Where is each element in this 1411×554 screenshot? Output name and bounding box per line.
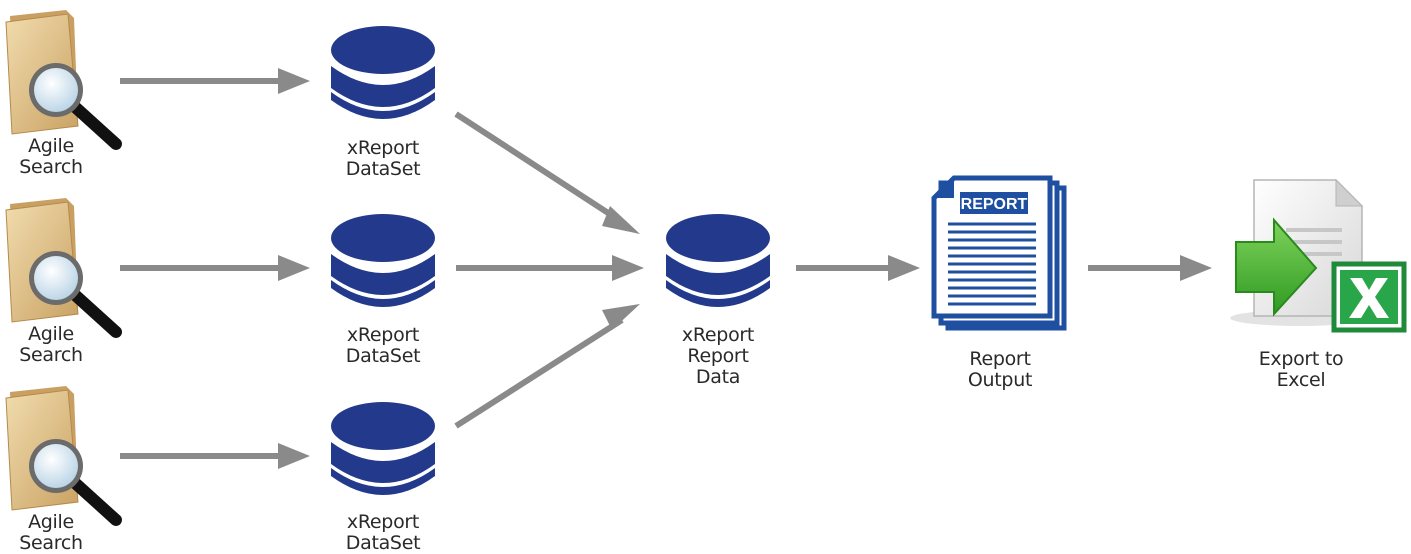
flow-arrow [456,255,644,281]
node-label-export-excel: Export to Excel [1236,349,1366,391]
label-line: Search [19,156,83,178]
folder-search-icon [5,198,122,338]
node-label-report-data: xReport Report Data [658,325,778,388]
excel-export-icon [1230,178,1407,333]
label-line: Output [967,369,1033,391]
flow-arrow [796,255,920,281]
folder-search-icon [5,386,122,526]
label-line: DataSet [345,345,421,367]
label-line: Report [969,348,1031,370]
label-line: Report [687,345,749,367]
label-line: Agile [28,323,74,345]
label-line: xReport [346,324,420,346]
label-line: DataSet [345,532,421,554]
label-line: xReport [346,137,420,159]
flow-arrow [454,111,640,234]
label-line: Agile [28,135,74,157]
label-line: Data [695,366,741,388]
database-icon [666,214,770,307]
label-line: DataSet [345,158,421,180]
node-label-agile-search-2: Agile Search [0,324,102,366]
folder-search-icon [5,10,122,150]
label-line: xReport [681,324,755,346]
label-line: Search [19,532,83,554]
label-line: Excel [1276,369,1326,391]
flow-arrow [120,255,310,281]
database-icon [331,26,435,119]
node-label-agile-search-3: Agile Search [0,512,102,554]
flow-arrow [1088,255,1212,281]
node-label-report-output: Report Output [940,349,1060,391]
report-document-icon: REPORT [931,175,1067,331]
flow-arrow [454,304,640,429]
label-line: Agile [28,511,74,533]
node-label-dataset-2: xReport DataSet [323,325,443,367]
label-line: Search [19,344,83,366]
database-icon [331,402,435,495]
label-line: Export to [1258,348,1344,370]
database-icon [331,214,435,307]
label-line: xReport [346,511,420,533]
report-doc-label: REPORT [961,196,1028,213]
flow-arrow [120,68,310,94]
node-label-dataset-3: xReport DataSet [323,512,443,554]
node-label-agile-search-1: Agile Search [0,136,102,178]
node-label-dataset-1: xReport DataSet [323,138,443,180]
flow-arrow [120,443,310,469]
